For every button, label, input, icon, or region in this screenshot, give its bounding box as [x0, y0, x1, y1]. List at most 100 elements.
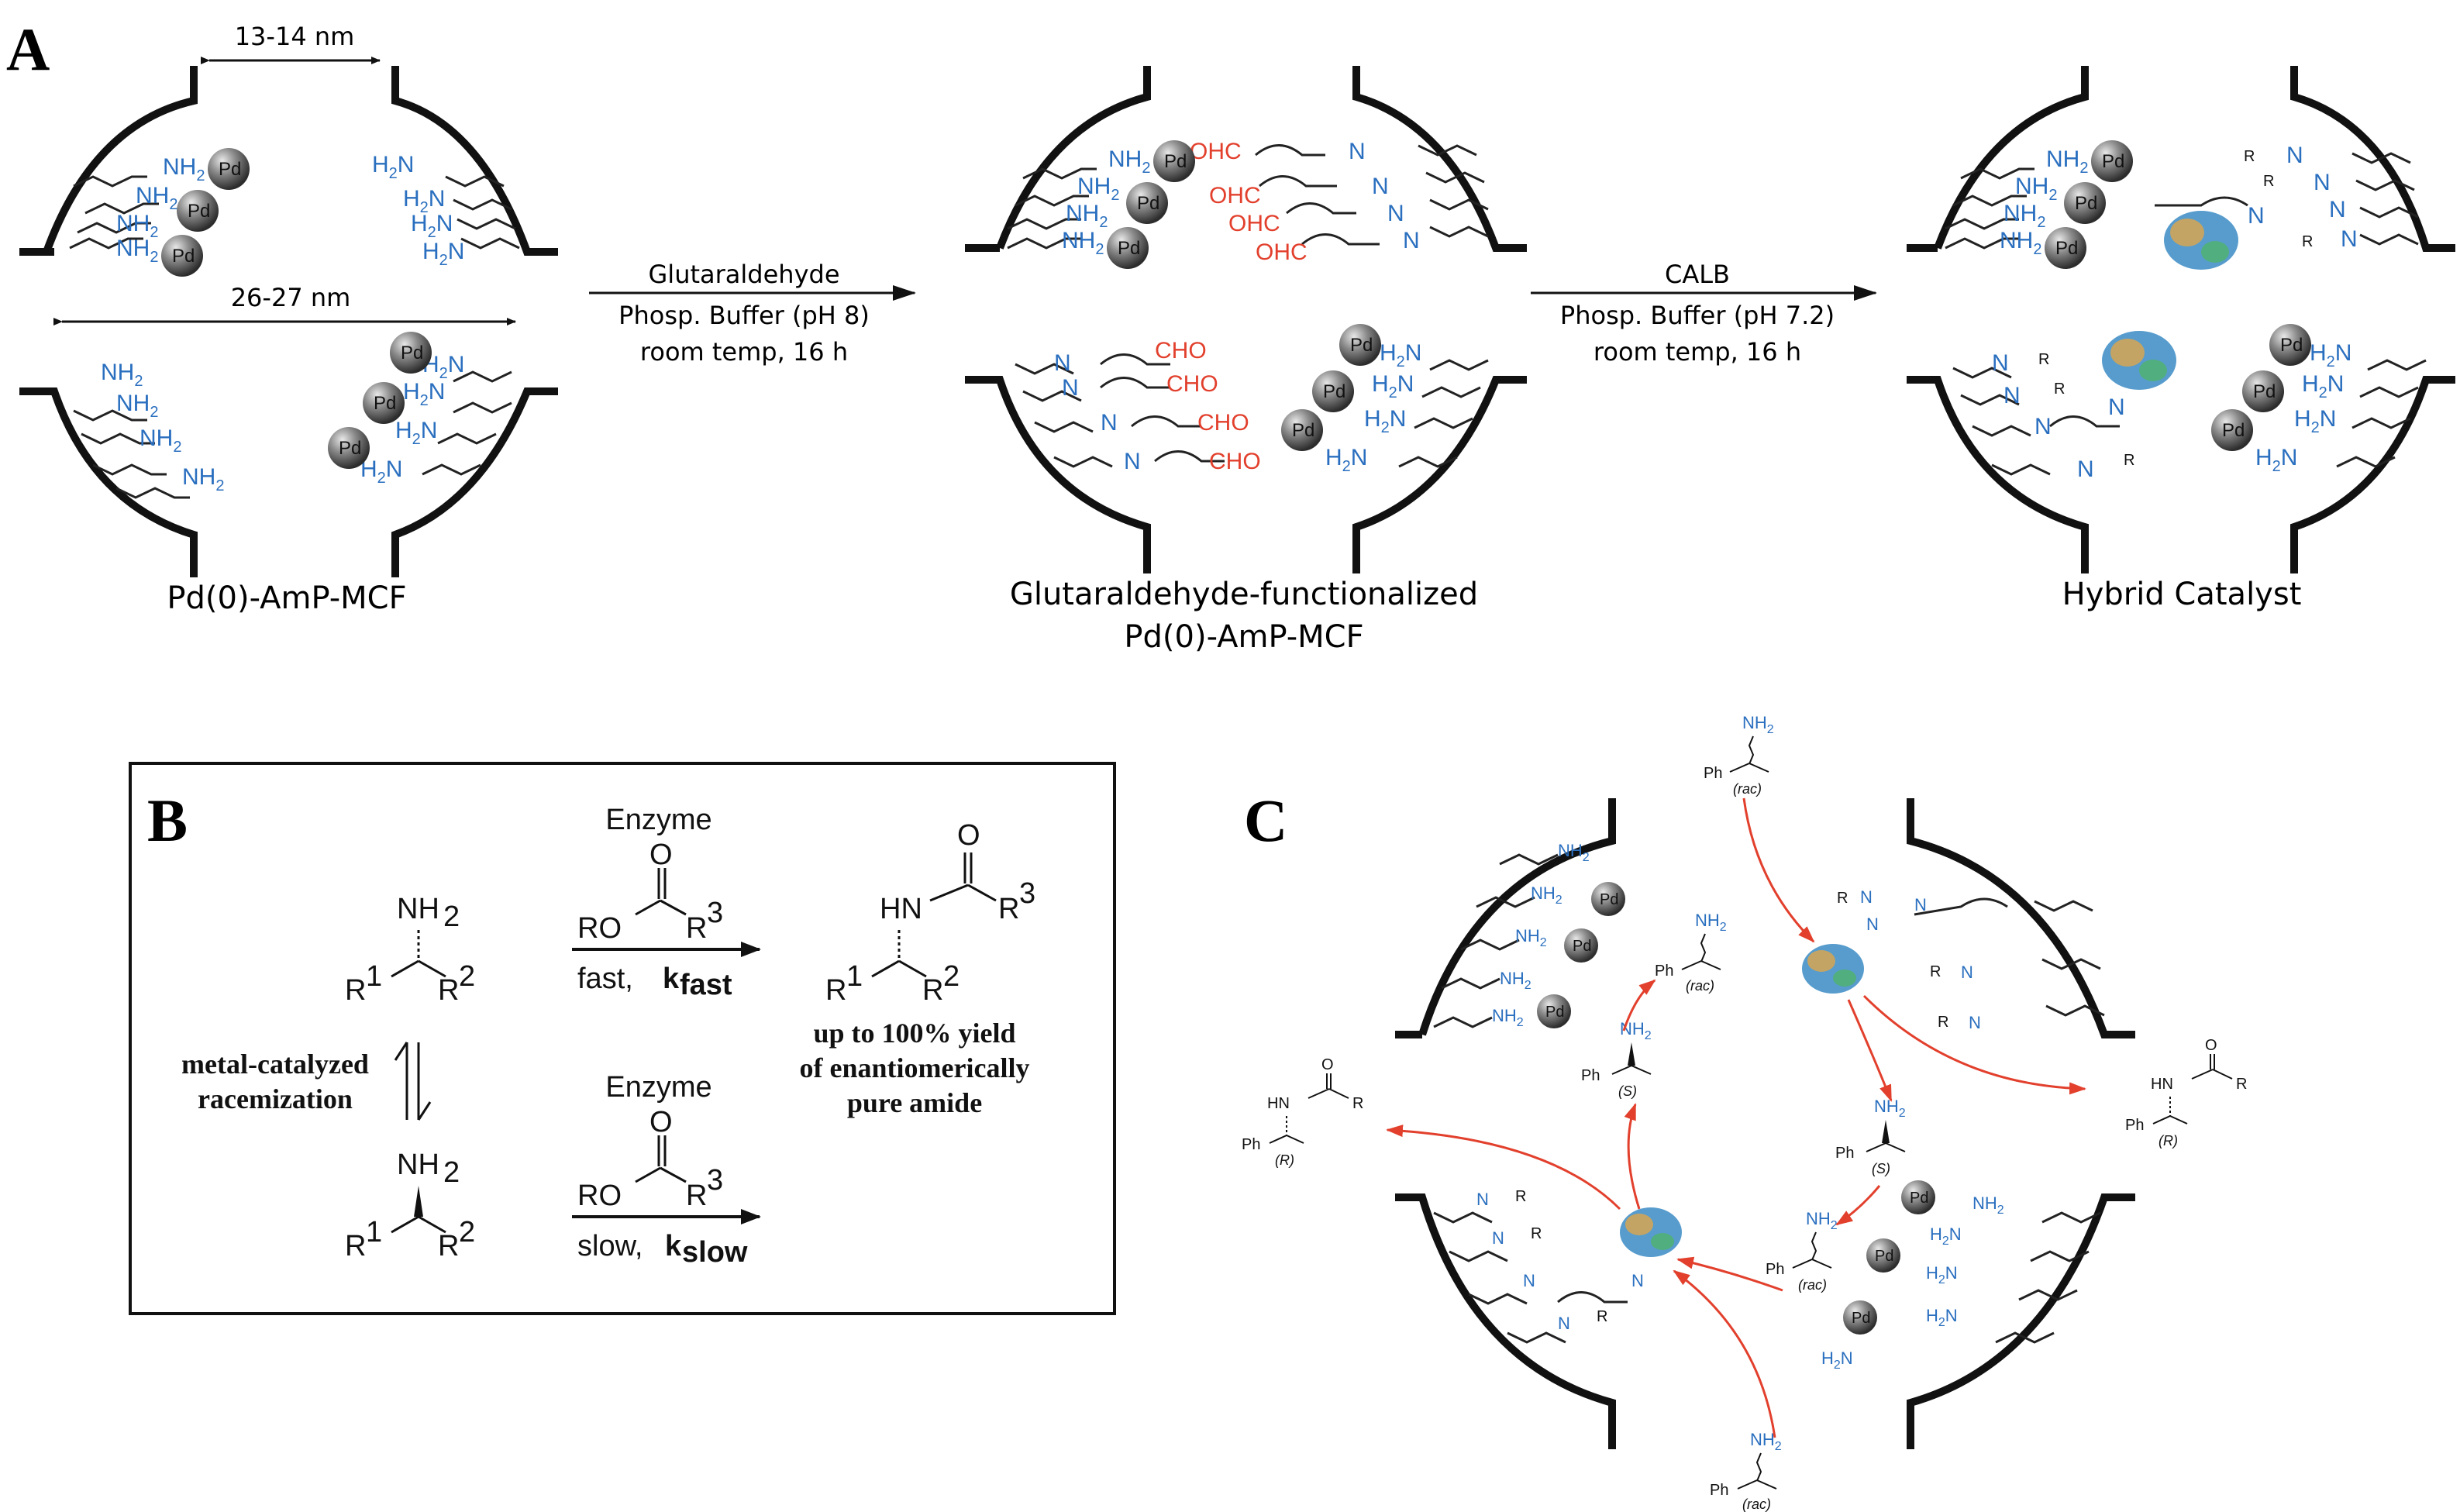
pd-nanoparticles-panel-c: Pd Pd Pd Pd Pd Pd	[1537, 882, 1935, 1335]
amine-chains-cell1	[69, 175, 520, 499]
svg-text:NH2: NH2	[1077, 174, 1119, 204]
svg-text:Pd: Pd	[2222, 420, 2245, 441]
svg-text:N: N	[2034, 414, 2052, 439]
svg-text:H2N: H2N	[395, 418, 437, 448]
svg-text:NH2: NH2	[1500, 969, 1531, 992]
caption-cell3: Hybrid Catalyst	[2062, 577, 2302, 612]
panel-c-letter: C	[1244, 787, 1287, 854]
svg-text:N: N	[1062, 375, 1079, 401]
svg-text:R: R	[998, 893, 1019, 925]
svg-text:3: 3	[707, 1164, 723, 1197]
svg-text:OHC: OHC	[1209, 183, 1261, 208]
svg-text:N: N	[2077, 456, 2094, 482]
chains-cell2	[1007, 144, 1489, 468]
svg-text:N: N	[1969, 1013, 1981, 1032]
svg-text:(rac): (rac)	[1742, 1497, 1771, 1512]
enzyme-panel-c-bottom	[1620, 1207, 1682, 1257]
enzyme-label-slow: Enzyme	[605, 1071, 711, 1104]
svg-text:N: N	[1054, 350, 1071, 376]
svg-text:NH2: NH2	[182, 464, 224, 494]
svg-text:N: N	[1992, 350, 2009, 376]
svg-text:NH2: NH2	[2046, 146, 2088, 177]
svg-text:3: 3	[1019, 877, 1035, 910]
svg-text:Pd: Pd	[1545, 1004, 1564, 1021]
enzyme-panel-c-top	[1802, 944, 1864, 994]
pd-nanoparticles-cell2: Pd Pd Pd Pd Pd Pd	[1107, 140, 1381, 451]
svg-text:HN: HN	[2151, 1076, 2173, 1093]
svg-text:1: 1	[366, 1216, 382, 1249]
pd-nanoparticles-cell3: Pd Pd Pd Pd Pd Pd	[2045, 140, 2311, 451]
svg-text:N: N	[1403, 228, 1420, 253]
svg-text:O: O	[2205, 1037, 2217, 1054]
svg-text:slow: slow	[682, 1236, 748, 1269]
svg-text:R: R	[438, 974, 459, 1007]
svg-text:Pd: Pd	[339, 438, 361, 459]
svg-text:H2N: H2N	[1821, 1348, 1853, 1372]
svg-text:NH2: NH2	[1806, 1209, 1838, 1232]
svg-text:R: R	[2124, 452, 2134, 469]
svg-text:N: N	[2108, 394, 2125, 420]
svg-text:NH2: NH2	[1695, 911, 1727, 934]
svg-text:NH2: NH2	[101, 360, 143, 390]
amine-labels-cell1: NH2 NH2 NH2 NH2 H2N H2N H2N H2N NH2 NH2 …	[101, 152, 464, 494]
svg-text:N: N	[1631, 1271, 1644, 1290]
s-amine-pore-left: NH2 Ph (S)	[1581, 1019, 1652, 1099]
svg-text:Pd: Pd	[1323, 381, 1345, 402]
svg-text:CHO: CHO	[1197, 410, 1249, 436]
svg-text:N: N	[2341, 226, 2358, 252]
svg-text:fast,: fast,	[577, 963, 633, 995]
svg-text:R: R	[2263, 173, 2274, 190]
svg-text:H2N: H2N	[1372, 371, 1414, 401]
svg-text:Pd: Pd	[1137, 193, 1159, 214]
svg-text:(R): (R)	[2159, 1133, 2178, 1149]
svg-text:1: 1	[366, 960, 382, 993]
svg-text:k: k	[665, 1230, 682, 1262]
step2-reagent: CALB	[1665, 260, 1730, 289]
svg-text:NH2: NH2	[1492, 1006, 1524, 1029]
svg-text:H2N: H2N	[372, 152, 414, 182]
svg-text:H2N: H2N	[411, 211, 453, 241]
svg-text:NH2: NH2	[1531, 883, 1562, 907]
svg-text:2: 2	[459, 960, 475, 993]
svg-text:NH: NH	[397, 1149, 439, 1181]
svg-text:Pd: Pd	[1852, 1310, 1870, 1327]
svg-text:HN: HN	[880, 893, 922, 925]
svg-text:H2N: H2N	[2302, 371, 2344, 401]
svg-text:R: R	[686, 912, 707, 945]
labels-cell2: NH2 NH2 NH2 NH2 OHC OHC OHC OHC N N N N …	[1054, 139, 1421, 475]
enzyme-label-fast: Enzyme	[605, 804, 711, 836]
svg-text:H2N: H2N	[2310, 340, 2351, 370]
svg-text:O: O	[957, 819, 980, 852]
svg-text:Pd: Pd	[374, 393, 396, 414]
svg-text:Pd: Pd	[188, 201, 210, 222]
svg-text:Ph: Ph	[1766, 1261, 1784, 1278]
svg-text:OHC: OHC	[1190, 139, 1242, 164]
r-amide-left: O HN R Ph (R)	[1242, 1056, 1363, 1168]
caption-cell1: Pd(0)-AmP-MCF	[167, 580, 406, 616]
svg-text:NH2: NH2	[1062, 228, 1104, 258]
svg-text:N: N	[1961, 963, 1973, 982]
svg-text:fast: fast	[680, 969, 732, 1001]
svg-text:NH2: NH2	[1742, 713, 1774, 736]
svg-text:R: R	[345, 974, 366, 1007]
svg-text:NH2: NH2	[2000, 228, 2041, 258]
svg-text:RO: RO	[577, 1180, 622, 1212]
panel-b-box	[129, 762, 1116, 1315]
svg-text:R: R	[1837, 890, 1848, 907]
svg-text:O: O	[649, 839, 673, 871]
svg-text:N: N	[1523, 1271, 1535, 1290]
svg-text:H2N: H2N	[1325, 445, 1367, 475]
svg-text:NH2: NH2	[2015, 174, 2057, 204]
svg-text:HN: HN	[1267, 1095, 1290, 1112]
step1-conditions: room temp, 16 h	[640, 337, 848, 367]
svg-text:Ph: Ph	[1242, 1136, 1260, 1153]
svg-text:O: O	[649, 1106, 673, 1138]
reaction-flow-arrows	[1386, 797, 2086, 1438]
svg-text:R: R	[438, 1230, 459, 1262]
svg-text:Ph: Ph	[1581, 1067, 1600, 1084]
svg-text:H2N: H2N	[1926, 1306, 1958, 1329]
